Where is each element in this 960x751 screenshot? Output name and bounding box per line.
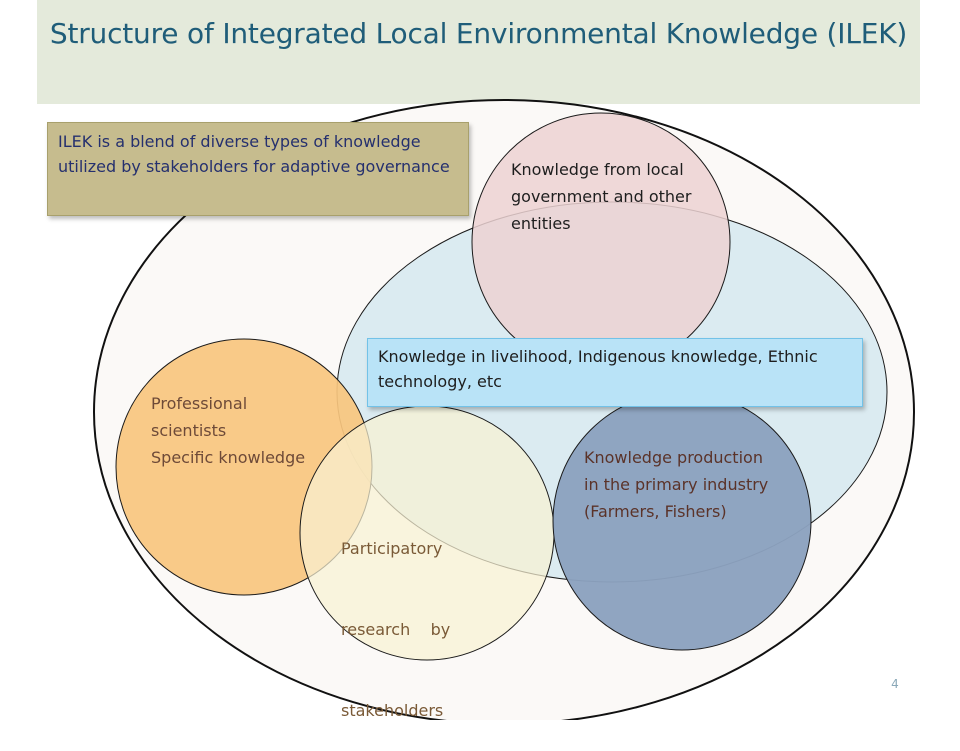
participatory-label-line-2: research by xyxy=(341,620,451,639)
local-government-circle xyxy=(471,112,731,372)
participatory-label-line-3: stakeholders xyxy=(341,701,444,720)
ilek-definition-note: ILEK is a blend of diverse types of know… xyxy=(47,122,469,216)
participatory-label-line-1: Participatory xyxy=(341,539,443,558)
slide-title: Structure of Integrated Local Environmen… xyxy=(49,17,908,50)
primary-industry-label: Knowledge production in the primary indu… xyxy=(584,448,769,521)
title-band xyxy=(37,0,920,104)
professional-label-line-1: Professional xyxy=(151,394,248,413)
participatory-research-label: Participatory research by stakeholders xyxy=(341,481,481,751)
professional-label-line-2: scientists xyxy=(151,421,227,440)
livelihood-knowledge-note: Knowledge in livelihood, Indigenous know… xyxy=(367,338,863,407)
page-number: 4 xyxy=(891,677,899,691)
professional-scientists-label: Professional scientists Specific knowled… xyxy=(151,390,351,471)
local-government-label: Knowledge from local government and othe… xyxy=(511,160,692,233)
professional-label-line-3: Specific knowledge xyxy=(151,448,306,467)
